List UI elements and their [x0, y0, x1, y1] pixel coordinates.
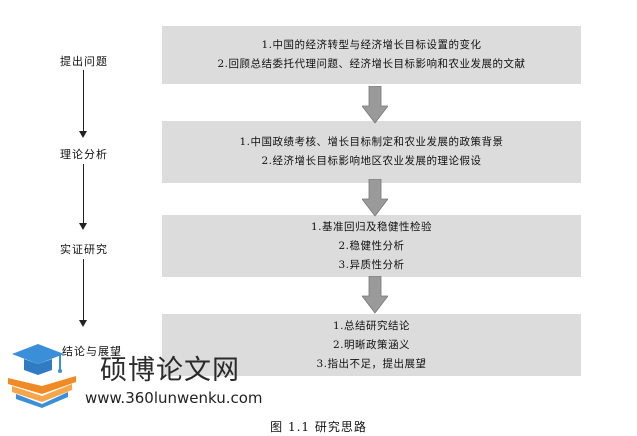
down-arrow-icon [362, 276, 388, 314]
box-line: 3.指出不足，提出展望 [316, 357, 427, 370]
box-line: 2.明晰政策涵义 [332, 338, 411, 351]
stage-label-problem: 提出问题 [60, 55, 108, 68]
stage-label-empirical: 实证研究 [60, 243, 108, 256]
box-line: 1.基准回归及稳健性检验 [310, 220, 433, 233]
flow-arrow-head [79, 223, 87, 230]
flow-arrow-line [83, 70, 84, 132]
stage-label-conclusion: 结论与展望 [62, 345, 122, 358]
box-line: 2.经济增长目标影响地区农业发展的理论假设 [261, 155, 482, 167]
box-line: 1.中国的经济转型与经济增长目标设置的变化 [261, 39, 482, 51]
box-line: 1.总结研究结论 [332, 319, 411, 332]
flow-arrow-head [79, 131, 87, 138]
stage-label-theory: 理论分析 [60, 148, 108, 161]
graduation-book-logo-icon [8, 344, 76, 408]
flow-arrow-line [83, 259, 84, 321]
stage-box-theory: 1.中国政绩考核、增长目标制定和农业发展的政策背景 2.经济增长目标影响地区农业… [162, 121, 581, 183]
box-line: 2.回顾总结委托代理问题、经济增长目标影响和农业发展的文献 [217, 58, 526, 70]
watermark-url: www.360lunwenku.com [85, 389, 263, 407]
flow-arrow-head [79, 320, 87, 327]
down-arrow-icon [362, 179, 388, 217]
watermark-site-name: 硕博论文网 [100, 355, 240, 386]
stage-box-problem: 1.中国的经济转型与经济增长目标设置的变化 2.回顾总结委托代理问题、经济增长目… [162, 26, 581, 84]
watermark: 硕博论文网 www.360lunwenku.com [8, 342, 288, 412]
figure-caption: 图 1.1 研究思路 [270, 420, 367, 434]
box-line: 1.中国政绩考核、增长目标制定和农业发展的政策背景 [239, 136, 504, 148]
flow-arrow-line [83, 164, 84, 224]
down-arrow-icon [362, 86, 388, 124]
box-line: 3.异质性分析 [338, 258, 405, 271]
stage-box-conclusion: 1.总结研究结论 2.明晰政策涵义 3.指出不足，提出展望 [162, 314, 581, 376]
box-line: 2.稳健性分析 [338, 239, 405, 252]
stage-box-empirical: 1.基准回归及稳健性检验 2.稳健性分析 3.异质性分析 [162, 215, 581, 277]
